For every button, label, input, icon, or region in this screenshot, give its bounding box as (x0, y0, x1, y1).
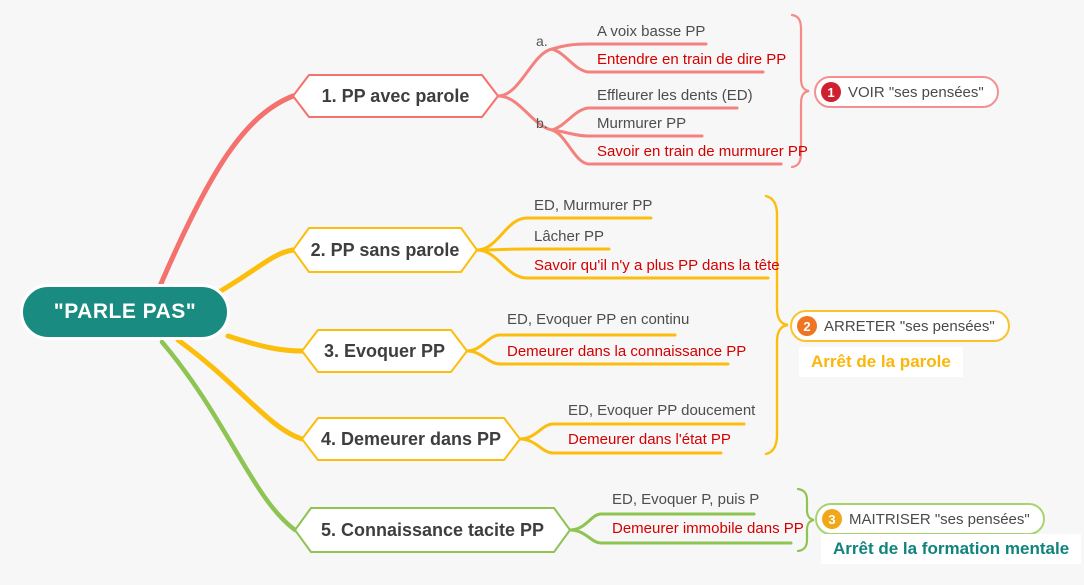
branch1-group-a-label: a. (536, 33, 548, 49)
topic-3-label: 3. Evoquer PP (323, 340, 446, 361)
topic-1-label: 1. PP avec parole (321, 85, 470, 106)
summary-braces (764, 13, 815, 553)
leaf-lacher-pp[interactable]: Lâcher PP (534, 228, 605, 245)
caption-arret-de-la-formation-mentale[interactable]: Arrêt de la formation mentale (821, 534, 1082, 564)
leaf-entendre-en-train-de-dire-pp[interactable]: Entendre en train de dire PP (597, 51, 787, 68)
leaf-ed-evoquer-pp-doucement[interactable]: ED, Evoquer PP doucement (568, 402, 756, 419)
branch3-wires (465, 333, 730, 366)
summary-3-number-badge: 3 (822, 509, 842, 529)
leaf-ed-murmurer-pp[interactable]: ED, Murmurer PP (534, 197, 653, 214)
summary-2-arreter[interactable]: 2 ARRETER "ses pensées" (790, 310, 1010, 342)
summary-1-label: VOIR "ses pensées" (848, 83, 984, 101)
root-topic-label: "PARLE PAS" (53, 300, 197, 323)
branch1-group-b-label: b. (536, 115, 548, 131)
main-branch-curves (157, 93, 305, 533)
summary-3-maitriser[interactable]: 3 MAITRISER "ses pensées" (815, 503, 1045, 535)
branch5-wires (568, 512, 793, 545)
topic-2-label: 2. PP sans parole (310, 239, 460, 260)
summary-3-label: MAITRISER "ses pensées" (849, 510, 1030, 528)
leaf-a-voix-basse-pp[interactable]: A voix basse PP (597, 23, 706, 40)
summary-2-number-badge: 2 (797, 316, 817, 336)
branch2-wires (475, 216, 770, 280)
topic-5-connaissance-tacite-pp[interactable]: 5. Connaissance tacite PP (295, 508, 570, 552)
branch1-wires (496, 42, 783, 166)
summary-1-voir[interactable]: 1 VOIR "ses pensées" (814, 76, 999, 108)
summary-1-number-badge: 1 (821, 82, 841, 102)
leaf-demeurer-dans-l-etat-pp[interactable]: Demeurer dans l'état PP (568, 431, 731, 448)
topic-2-pp-sans-parole[interactable]: 2. PP sans parole (293, 228, 477, 272)
leaf-effleurer-les-dents[interactable]: Effleurer les dents (ED) (597, 87, 753, 104)
branch4-wires (518, 422, 746, 455)
leaf-ed-evoquer-pp-en-continu[interactable]: ED, Evoquer PP en continu (507, 311, 690, 328)
leaf-savoir-plus-pp-dans-la-tete[interactable]: Savoir qu'il n'y a plus PP dans la tête (534, 257, 780, 274)
caption-arret-de-la-parole[interactable]: Arrêt de la parole (799, 347, 963, 377)
leaf-demeurer-dans-la-connaissance-pp[interactable]: Demeurer dans la connaissance PP (507, 343, 747, 360)
leaf-demeurer-immobile-dans-pp[interactable]: Demeurer immobile dans PP (612, 520, 804, 537)
topic-hexagons (292, 74, 571, 553)
leaf-savoir-en-train-de-murmurer-pp[interactable]: Savoir en train de murmurer PP (597, 143, 808, 160)
topic-4-demeurer-dans-pp[interactable]: 4. Demeurer dans PP (302, 418, 520, 460)
root-topic[interactable]: "PARLE PAS" (20, 284, 230, 340)
summary-2-label: ARRETER "ses pensées" (824, 317, 995, 335)
topic-1-pp-avec-parole[interactable]: 1. PP avec parole (293, 75, 498, 117)
topic-3-evoquer-pp[interactable]: 3. Evoquer PP (302, 330, 467, 372)
leaf-ed-evoquer-p-puis-p[interactable]: ED, Evoquer P, puis P (612, 491, 760, 508)
leaf-murmurer-pp[interactable]: Murmurer PP (597, 115, 687, 132)
topic-5-label: 5. Connaissance tacite PP (320, 519, 545, 540)
topic-4-label: 4. Demeurer dans PP (320, 428, 502, 449)
